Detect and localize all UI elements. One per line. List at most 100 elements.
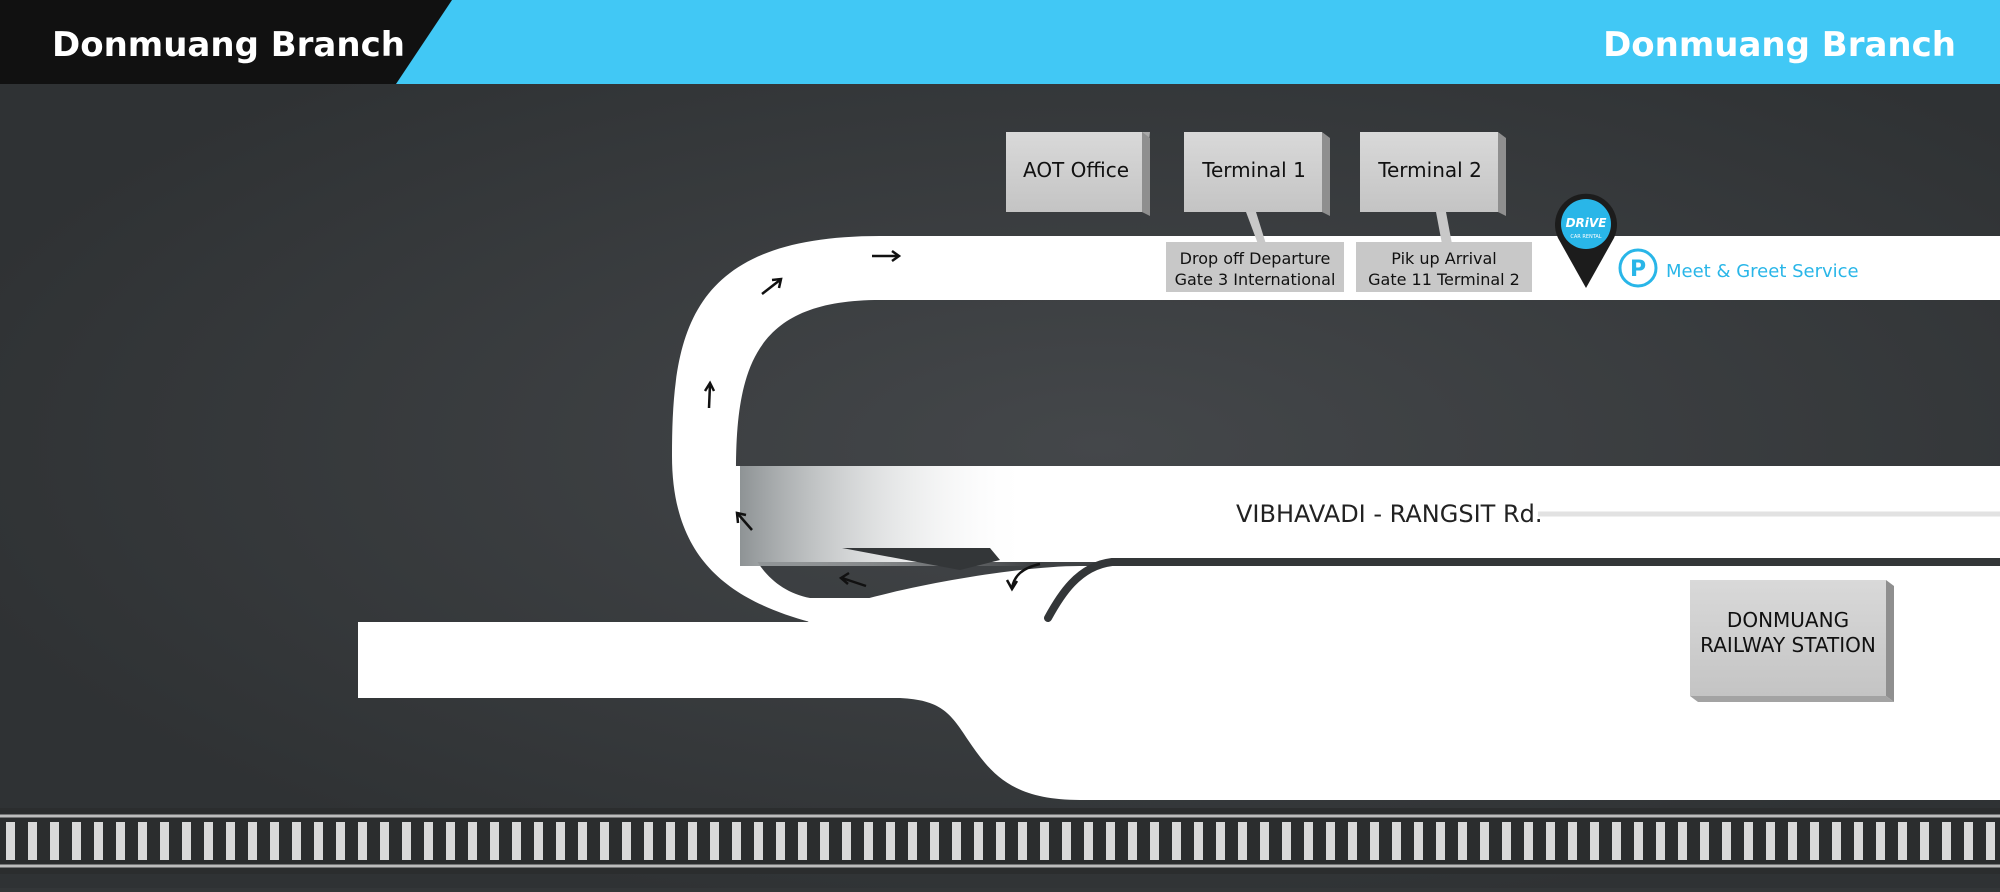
direction-arrow-icon: [838, 571, 867, 588]
railway-sleeper: [1370, 822, 1379, 860]
railway-sleeper: [490, 822, 499, 860]
railway-sleeper: [446, 822, 455, 860]
median-island: [842, 548, 1000, 570]
terminal-2-label: Terminal 2: [1377, 158, 1482, 182]
railway-sleeper: [842, 822, 851, 860]
railway-sleeper: [314, 822, 323, 860]
railway-sleeper: [1172, 822, 1181, 860]
railway-sleeper: [600, 822, 609, 860]
railway-sleeper: [1106, 822, 1115, 860]
direction-arrow-icon: [872, 249, 902, 263]
railway-sleeper: [754, 822, 763, 860]
callout-terminal-1: Drop off Departure Gate 3 International: [1166, 212, 1344, 292]
building-terminal-2: Terminal 2: [1360, 132, 1506, 216]
railway-sleeper: [622, 822, 631, 860]
railway-sleeper: [72, 822, 81, 860]
railway-sleeper: [1832, 822, 1841, 860]
railway-sleeper: [1766, 822, 1775, 860]
railway-sleeper: [864, 822, 873, 860]
railway-sleeper: [534, 822, 543, 860]
railway-sleeper: [1238, 822, 1247, 860]
pin-sub-label: CAR RENTAL: [1570, 234, 1601, 240]
railway-sleeper: [1304, 822, 1313, 860]
railway-sleeper: [688, 822, 697, 860]
railway-sleeper: [226, 822, 235, 860]
direction-arrow-icon: [735, 511, 753, 531]
railway-sleeper: [1546, 822, 1555, 860]
railway-sleeper: [1744, 822, 1753, 860]
railway-track: [0, 808, 2000, 874]
direction-arrow-icon: [1005, 562, 1041, 592]
railway-sleeper: [1084, 822, 1093, 860]
railway-sleeper: [358, 822, 367, 860]
railway-sleeper: [1568, 822, 1577, 860]
railway-sleepers: [6, 822, 1995, 860]
railway-sleeper: [1282, 822, 1291, 860]
railway-sleeper: [1854, 822, 1863, 860]
direction-arrows: [703, 249, 1041, 592]
airport-loop-road: [672, 236, 2000, 622]
direction-arrow-icon: [761, 277, 783, 295]
railway-station-label-line1: DONMUANG: [1727, 608, 1849, 632]
railway-sleeper: [336, 822, 345, 860]
railway-sleeper: [468, 822, 477, 860]
railway-sleeper: [1414, 822, 1423, 860]
location-pin-icon[interactable]: DRiVE CAR RENTAL: [1554, 193, 1618, 288]
terminal-1-label: Terminal 1: [1201, 158, 1306, 182]
callout-terminal-2-line2: Gate 11 Terminal 2: [1368, 270, 1520, 289]
railway-sleeper: [578, 822, 587, 860]
railway-sleeper: [1678, 822, 1687, 860]
railway-sleeper: [1458, 822, 1467, 860]
road-network: VIBHAVADI - RANGSIT Rd.: [358, 236, 2000, 800]
railway-sleeper: [1986, 822, 1995, 860]
parking-icon: P: [1618, 248, 1658, 288]
railway-sleeper: [402, 822, 411, 860]
railway-sleeper: [1524, 822, 1533, 860]
road-divider: [1044, 558, 2000, 622]
railway-sleeper: [1722, 822, 1731, 860]
railway-sleeper: [94, 822, 103, 860]
parking-symbol: P: [1630, 257, 1646, 282]
railway-sleeper: [424, 822, 433, 860]
aot-office-label: AOT Office: [1023, 158, 1129, 182]
building-railway-station: DONMUANG RAILWAY STATION: [1690, 580, 1894, 702]
callout-terminal-2-line1: Pik up Arrival: [1391, 249, 1496, 268]
railway-sleeper: [6, 822, 15, 860]
railway-sleeper: [820, 822, 829, 860]
railway-sleeper: [1964, 822, 1973, 860]
building-aot-office: AOT Office: [1006, 132, 1150, 216]
railway-sleeper: [1612, 822, 1621, 860]
railway-sleeper: [1590, 822, 1599, 860]
railway-sleeper: [1810, 822, 1819, 860]
pin-brand-label: DRiVE: [1566, 216, 1608, 230]
lower-access-road: [358, 566, 2000, 800]
railway-sleeper: [1480, 822, 1489, 860]
railway-sleeper: [1788, 822, 1797, 860]
railway-sleeper: [1656, 822, 1665, 860]
railway-sleeper: [270, 822, 279, 860]
railway-sleeper: [28, 822, 37, 860]
callout-terminal-1-line2: Gate 3 International: [1175, 270, 1336, 289]
railway-sleeper: [116, 822, 125, 860]
railway-sleeper: [1194, 822, 1203, 860]
railway-sleeper: [1634, 822, 1643, 860]
railway-sleeper: [1436, 822, 1445, 860]
direction-arrow-icon: [703, 380, 716, 409]
railway-sleeper: [50, 822, 59, 860]
railway-sleeper: [1260, 822, 1269, 860]
callout-terminal-1-line1: Drop off Departure: [1180, 249, 1331, 268]
railway-sleeper: [248, 822, 257, 860]
railway-sleeper: [666, 822, 675, 860]
callout-terminal-2: Pik up Arrival Gate 11 Terminal 2: [1356, 212, 1532, 292]
railway-sleeper: [930, 822, 939, 860]
railway-sleeper: [292, 822, 301, 860]
railway-sleeper: [1216, 822, 1225, 860]
railway-sleeper: [1040, 822, 1049, 860]
railway-sleeper: [138, 822, 147, 860]
railway-sleeper: [1898, 822, 1907, 860]
railway-sleeper: [1920, 822, 1929, 860]
railway-sleeper: [182, 822, 191, 860]
road-name-label: VIBHAVADI - RANGSIT Rd.: [1236, 500, 1542, 528]
